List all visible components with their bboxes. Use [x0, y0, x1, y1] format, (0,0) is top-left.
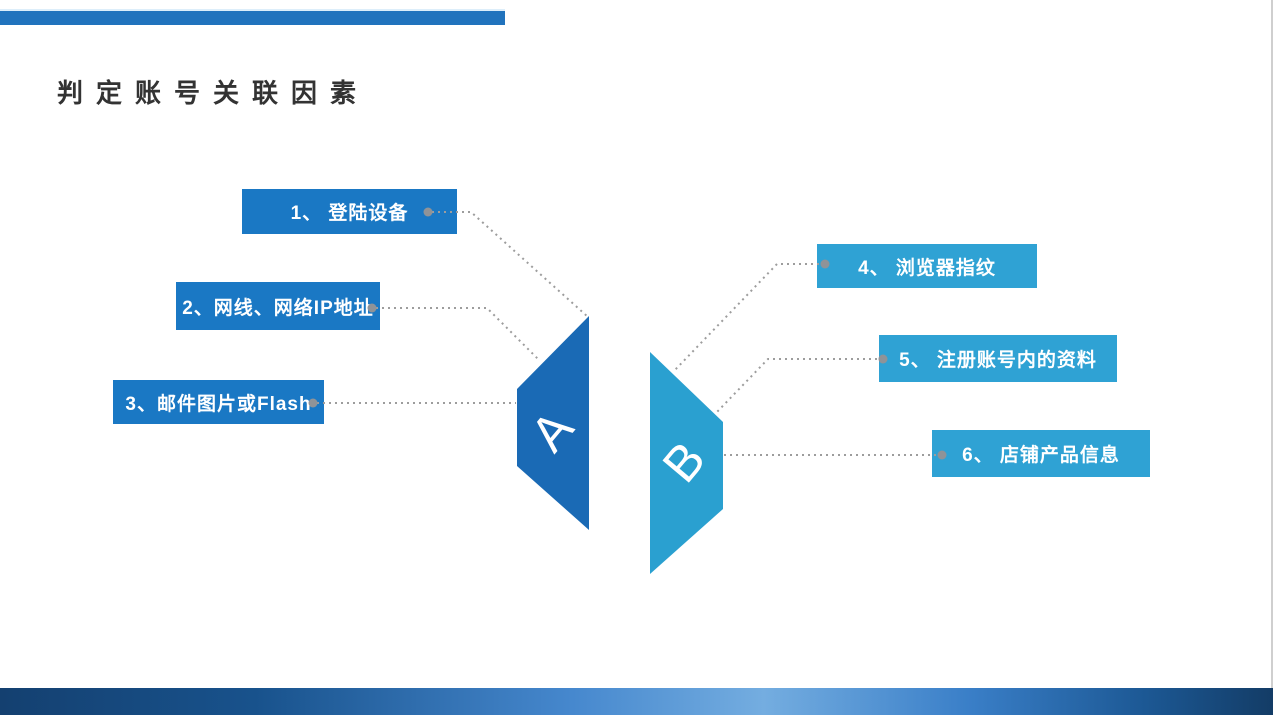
factor-label-2: 2、网线、网络IP地址: [182, 297, 374, 319]
flag-a-shape: [517, 316, 589, 530]
factor-label-1: 1、 登陆设备: [290, 203, 409, 224]
factor-label-6: 6、 店铺产品信息: [962, 445, 1120, 466]
factor-box-5: 5、 注册账号内的资料: [879, 335, 1117, 382]
factor-box-3: 3、邮件图片或Flash: [113, 380, 324, 424]
factor-box-6: 6、 店铺产品信息: [932, 430, 1150, 477]
slide-title: 判定账号关联因素: [57, 78, 370, 109]
connector-line-2: [376, 307, 541, 362]
connector-line-4: [672, 263, 825, 373]
factor-box-2: 2、网线、网络IP地址: [176, 282, 380, 330]
flag-b-shape: [650, 352, 723, 574]
top-accent-bar: [0, 11, 505, 25]
factor-label-4: 4、 浏览器指纹: [858, 257, 996, 279]
flag-b-letter: B: [652, 431, 716, 493]
factor-box-4: 4、 浏览器指纹: [817, 244, 1037, 288]
connector-line-5: [715, 358, 883, 414]
flag-a-letter: A: [520, 400, 585, 462]
footer-bar: [0, 688, 1273, 715]
right-edge-border: [1271, 0, 1273, 688]
factor-label-5: 5、 注册账号内的资料: [899, 350, 1097, 371]
factor-label-3: 3、邮件图片或Flash: [125, 393, 312, 415]
top-accent-glow: [0, 9, 505, 11]
factor-box-1: 1、 登陆设备: [242, 189, 457, 234]
